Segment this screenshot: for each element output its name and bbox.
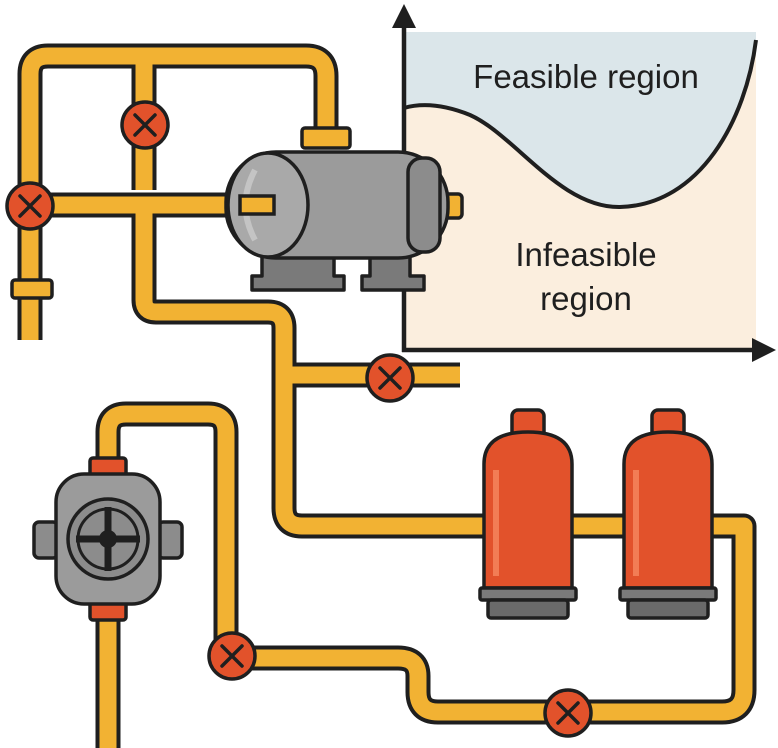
pump-motor — [224, 150, 464, 292]
pipe-network — [10, 43, 757, 748]
valve-icon — [543, 688, 593, 738]
infeasible-region-label-line2: region — [540, 280, 632, 317]
tank-1 — [478, 408, 578, 620]
pipe-coupling — [300, 126, 352, 150]
valve-icon — [120, 100, 170, 150]
valve-icon — [5, 181, 55, 231]
feasible-region — [404, 32, 756, 208]
valve-icon — [207, 631, 257, 681]
boundary-curve — [403, 39, 758, 210]
y-axis-arrow — [392, 4, 416, 28]
x-axis-arrow — [752, 338, 776, 362]
valve-icon — [365, 353, 415, 403]
pipe-coupling — [10, 278, 54, 300]
feasibility-chart: Feasible region Infeasible region — [392, 4, 776, 362]
flow-meter — [32, 456, 184, 622]
tank-2 — [618, 408, 718, 620]
infeasible-region-label-line1: Infeasible — [515, 236, 656, 273]
feasible-region-label: Feasible region — [473, 58, 699, 95]
